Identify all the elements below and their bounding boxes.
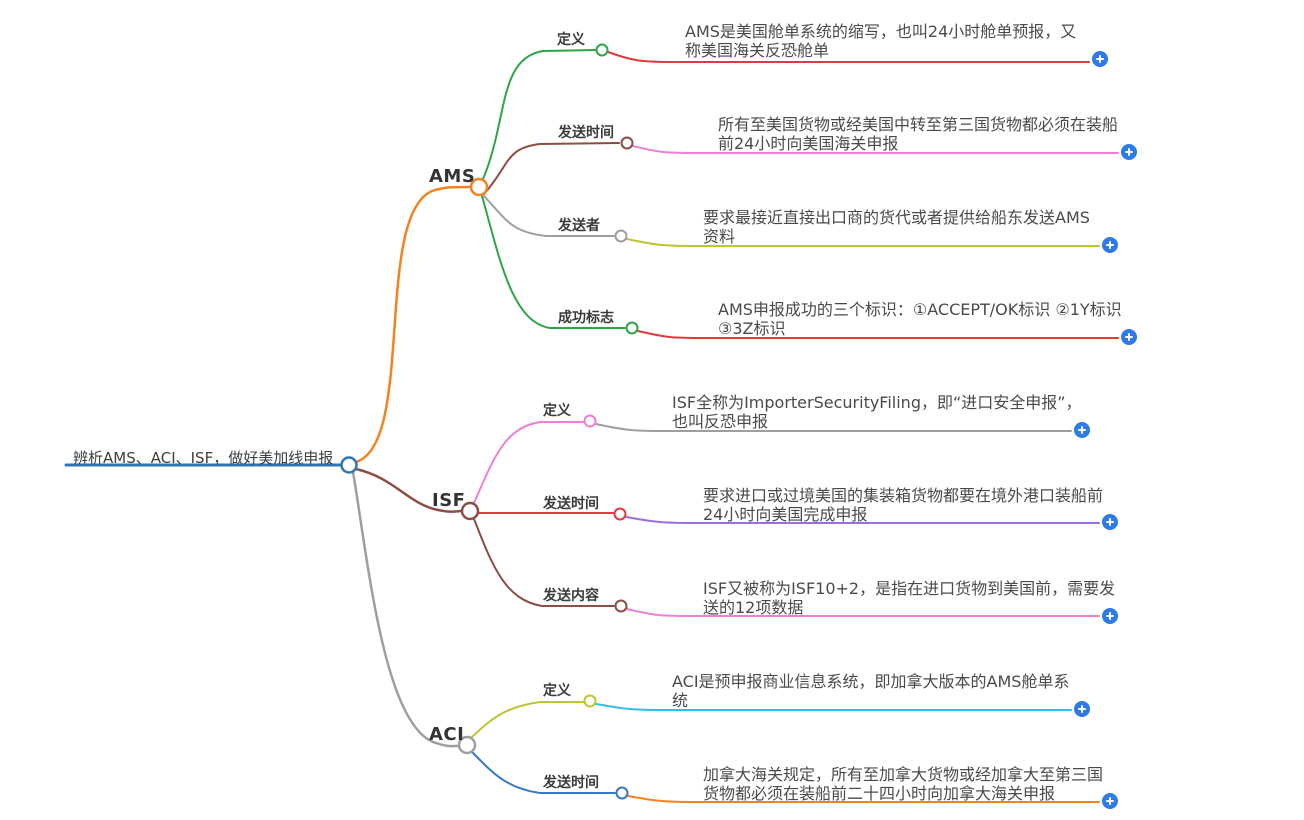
aci-fasongshijian-handle[interactable]	[615, 786, 629, 800]
connector-aci-dingyi-leaf	[595, 703, 1072, 711]
expand-button[interactable]	[1074, 422, 1090, 438]
connector-ams-fasongshijian-leaf	[632, 145, 1119, 154]
root-node-handle[interactable]	[340, 456, 358, 474]
isf-dingyi-handle[interactable]	[583, 414, 597, 428]
leaf-text-isf-fasongshijian[interactable]: 要求进口或过境美国的集装箱货物都要在境外港口装船前24小时向美国完成申报	[703, 486, 1104, 524]
ams-fasongzhe-handle[interactable]	[614, 229, 628, 243]
leaf-text-ams-chenggongbiaozhi[interactable]: AMS申报成功的三个标识：①ACCEPT/OK标识 ②1Y标识 ③3Z标识	[718, 300, 1122, 338]
connector-isf-fasongneirong-leaf	[626, 608, 1100, 617]
subtopic-ams-chenggongbiaozhi[interactable]: 成功标志	[558, 310, 614, 326]
subtopic-ams-dingyi[interactable]: 定义	[557, 32, 585, 48]
isf-fasongshijian-handle[interactable]	[613, 507, 627, 521]
aci-node-handle[interactable]	[457, 735, 477, 755]
branch-topic-isf[interactable]: ISF	[432, 490, 466, 511]
subtopic-aci-fasongshijian[interactable]: 发送时间	[543, 775, 599, 791]
connector-isf-dingyi	[473, 421, 584, 504]
connector-isf-fasongshijian-leaf	[625, 516, 1100, 524]
isf-node-handle[interactable]	[460, 501, 480, 521]
leaf-text-isf-fasongneirong[interactable]: ISF又被称为ISF10+2，是指在进口货物到美国前，需要发送的12项数据	[703, 579, 1116, 617]
connector-ams-fasongzhe	[483, 195, 615, 237]
subtopic-aci-dingyi[interactable]: 定义	[543, 683, 571, 699]
subtopic-isf-fasongshijian[interactable]: 发送时间	[543, 496, 599, 512]
leaf-text-ams-fasongzhe[interactable]: 要求最接近直接出口商的货代或者提供给船东发送AMS资料	[703, 208, 1090, 246]
subtopic-ams-fasongshijian[interactable]: 发送时间	[558, 125, 614, 141]
expand-button[interactable]	[1092, 51, 1108, 67]
ams-fasongshijian-handle[interactable]	[620, 136, 634, 150]
subtopic-isf-fasongneirong[interactable]: 发送内容	[543, 588, 599, 604]
expand-button[interactable]	[1121, 329, 1137, 345]
expand-button[interactable]	[1102, 237, 1118, 253]
leaf-text-ams-fasongshijian[interactable]: 所有至美国货物或经美国中转至第三国货物都必须在装船前24小时向美国海关申报	[718, 115, 1119, 153]
connector-isf-dingyi-leaf	[595, 423, 1072, 432]
connector-ams-dingyi	[482, 49, 596, 180]
connector-ams-chenggongbiaozhi-leaf	[637, 330, 1119, 339]
expand-button[interactable]	[1121, 144, 1137, 160]
connector-root-ams	[354, 185, 471, 464]
connector-ams-fasongzhe-leaf	[626, 238, 1100, 247]
connector-ams-dingyi-leaf	[607, 51, 1090, 63]
expand-button[interactable]	[1074, 701, 1090, 717]
isf-fasongneirong-handle[interactable]	[614, 599, 628, 613]
connector-aci-fasongshijian	[470, 750, 616, 794]
leaf-text-ams-dingyi[interactable]: AMS是美国舱单系统的缩写，也叫24小时舱单预报，又称美国海关反恐舱单	[685, 22, 1077, 60]
subtopic-isf-dingyi[interactable]: 定义	[543, 403, 571, 419]
root-topic[interactable]: 辨析AMS、ACI、ISF，做好美加线申报	[73, 449, 334, 467]
aci-dingyi-handle[interactable]	[583, 694, 597, 708]
connector-isf-fasongneirong	[473, 518, 615, 607]
branch-topic-aci[interactable]: ACI	[429, 724, 465, 745]
expand-button[interactable]	[1102, 608, 1118, 624]
leaf-text-isf-dingyi[interactable]: ISF全称为ImporterSecurityFiling，即“进口安全申报”，也…	[672, 393, 1082, 431]
branch-topic-ams[interactable]: AMS	[429, 166, 476, 187]
ams-dingyi-handle[interactable]	[595, 43, 609, 57]
leaf-text-aci-fasongshijian[interactable]: 加拿大海关规定，所有至加拿大货物或经加拿大至第三国货物都必须在装船前二十四小时向…	[703, 765, 1104, 803]
connector-aci-dingyi	[470, 701, 584, 739]
connector-ams-chenggongbiaozhi	[481, 195, 626, 329]
connector-root-aci	[351, 470, 460, 748]
connector-root-isf	[354, 467, 463, 513]
leaf-text-aci-dingyi[interactable]: ACI是预申报商业信息系统，即加拿大版本的AMS舱单系统	[672, 672, 1070, 710]
subtopic-ams-fasongzhe[interactable]: 发送者	[558, 218, 600, 234]
ams-node-handle[interactable]	[469, 177, 489, 197]
ams-chenggongbiaozhi-handle[interactable]	[625, 321, 639, 335]
expand-button[interactable]	[1102, 793, 1118, 809]
connector-ams-fasongshijian	[483, 142, 620, 195]
expand-button[interactable]	[1102, 514, 1118, 530]
connector-aci-fasongshijian-leaf	[627, 795, 1100, 803]
